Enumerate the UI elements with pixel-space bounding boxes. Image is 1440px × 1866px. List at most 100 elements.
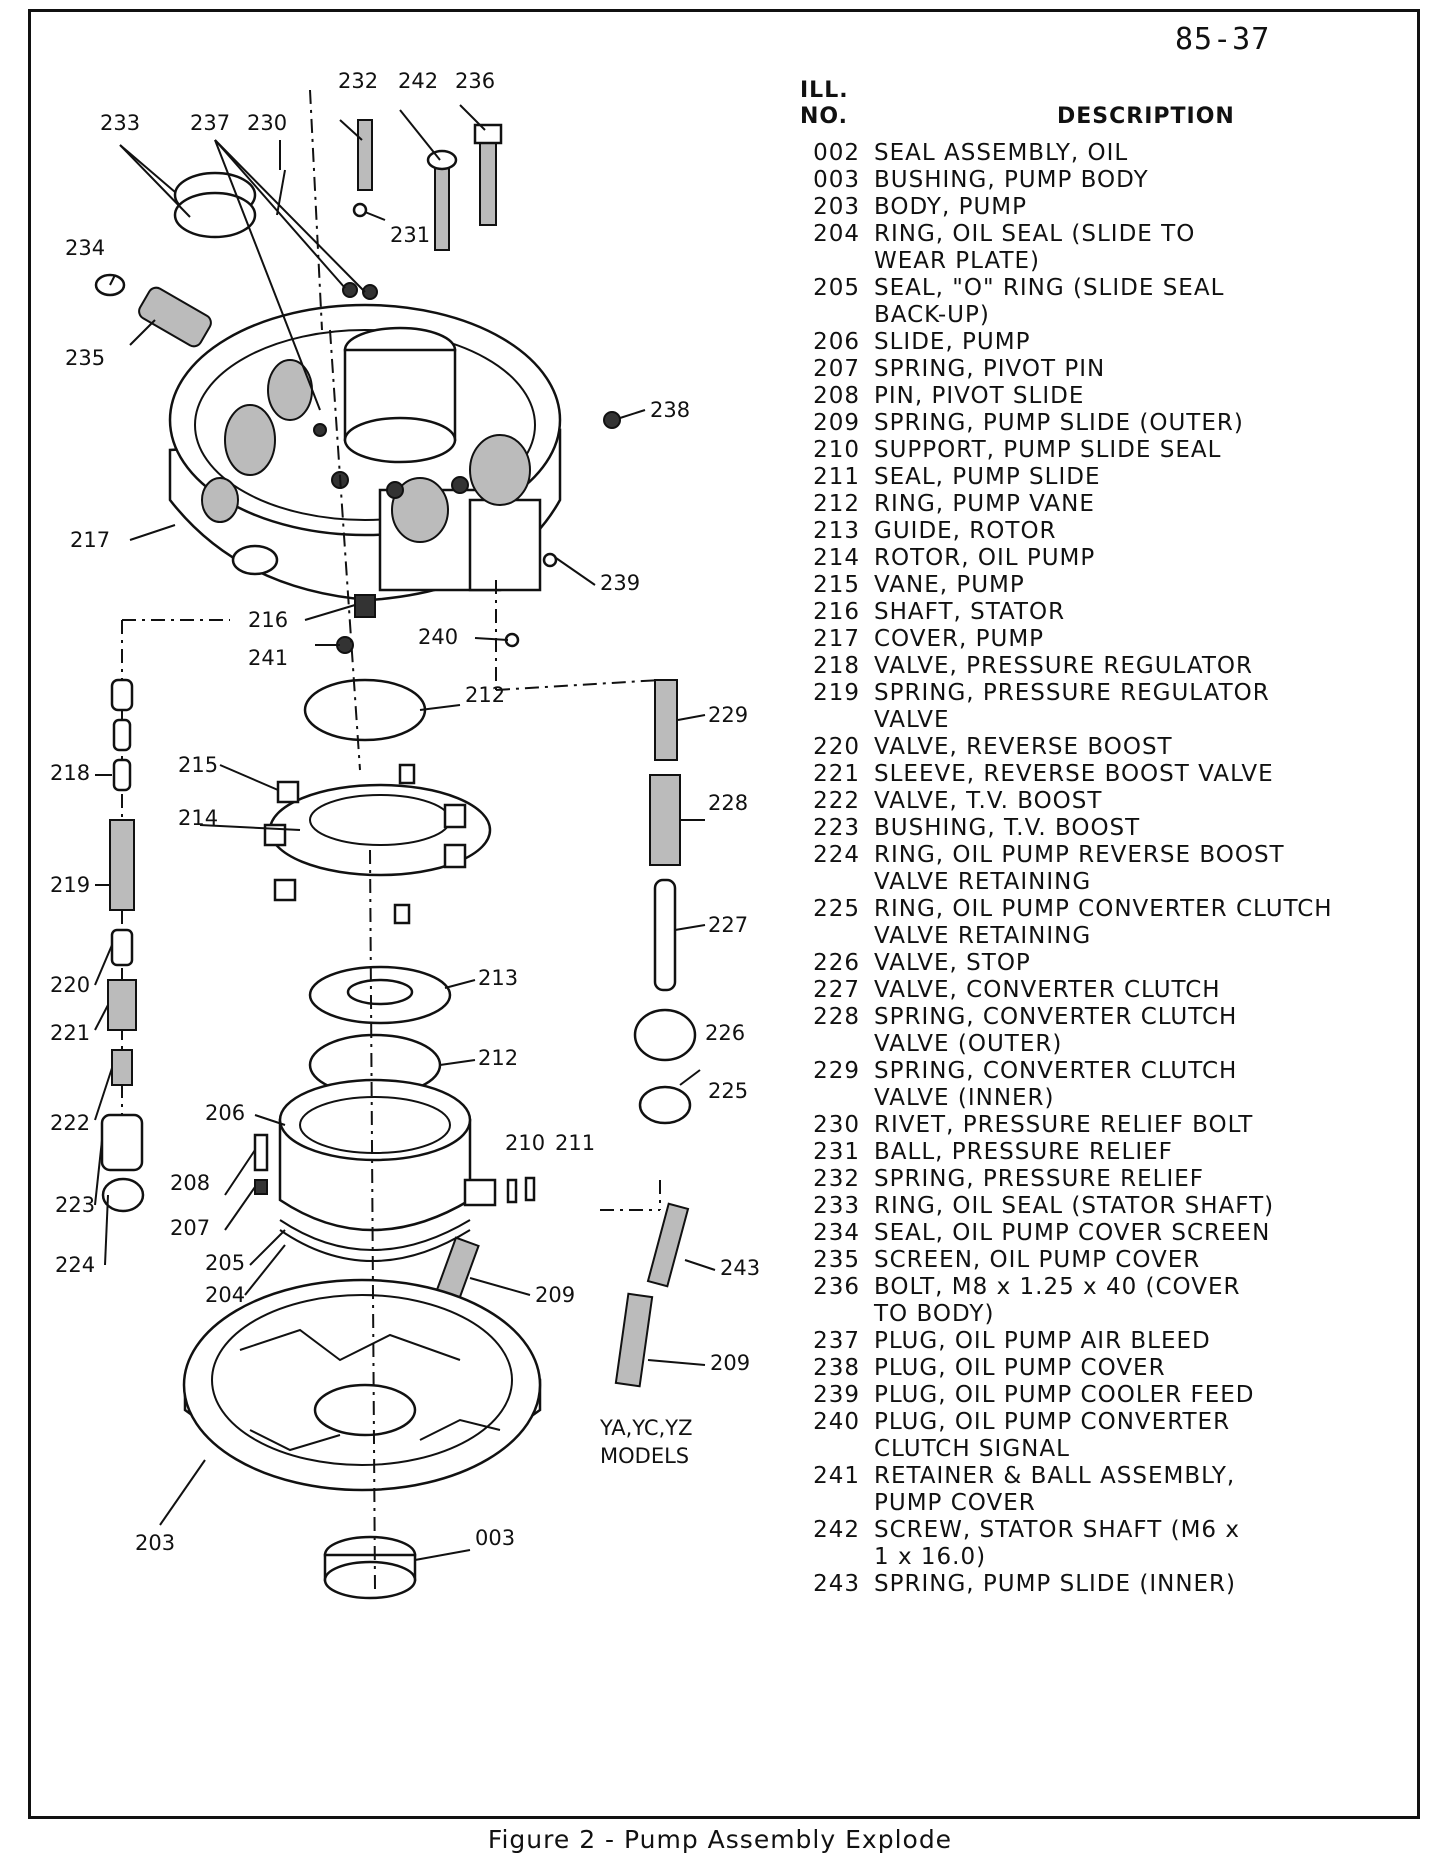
parts-list-item: 227 VALVE, CONVERTER CLUTCH <box>798 977 1398 1004</box>
parts-list-item: 216 SHAFT, STATOR <box>798 599 1398 626</box>
part-description: ROTOR, OIL PUMP <box>874 545 1096 571</box>
callout-214: 214 <box>178 806 218 830</box>
callout-223: 223 <box>55 1193 95 1217</box>
part-number: 003 <box>813 167 860 193</box>
part-description: VANE, PUMP <box>874 572 1025 598</box>
part-description: SEAL, "O" RING (SLIDE SEAL BACK-UP) <box>874 275 1225 328</box>
parts-list-item: 237 PLUG, OIL PUMP AIR BLEED <box>798 1328 1398 1355</box>
part-description: SPRING, PRESSURE REGULATOR VALVE <box>874 680 1270 733</box>
part-number: 206 <box>813 329 860 355</box>
callout-235: 235 <box>65 346 105 370</box>
callout-210: 210 <box>505 1131 545 1155</box>
part-description: RING, OIL PUMP REVERSE BOOST VALVE RETAI… <box>874 842 1285 895</box>
callout-234: 234 <box>65 236 105 260</box>
models-line-1: YA,YC,YZ <box>599 1416 692 1440</box>
part-description: SEAL, PUMP SLIDE <box>874 464 1101 490</box>
part-description: SPRING, PIVOT PIN <box>874 356 1106 382</box>
callout-215: 215 <box>178 753 218 777</box>
callout-205: 205 <box>205 1251 245 1275</box>
pump-slide-206 <box>253 1078 497 1262</box>
part-number: 228 <box>813 1004 860 1030</box>
part-number: 235 <box>813 1247 860 1273</box>
rotor-214 <box>263 763 492 925</box>
figure-caption: Figure 2 - Pump Assembly Explode <box>487 1825 953 1854</box>
part-description: SPRING, PRESSURE RELIEF <box>874 1166 1204 1192</box>
parts-list-item: 233 RING, OIL SEAL (STATOR SHAFT) <box>798 1193 1398 1220</box>
callout-211: 211 <box>555 1131 595 1155</box>
part-number: 222 <box>813 788 860 814</box>
callout-209-outer: 209 <box>535 1283 575 1307</box>
callout-229: 229 <box>708 703 748 727</box>
part-number: 234 <box>813 1220 860 1246</box>
part-description: VALVE, CONVERTER CLUTCH <box>874 977 1221 1003</box>
part-number: 214 <box>813 545 860 571</box>
part-description: SEAL, OIL PUMP COVER SCREEN <box>874 1220 1271 1246</box>
callout-220: 220 <box>50 973 90 997</box>
callout-203: 203 <box>135 1531 175 1555</box>
callout-233: 233 <box>100 111 140 135</box>
callout-213: 213 <box>478 966 518 990</box>
part-description: BUSHING, PUMP BODY <box>874 167 1149 193</box>
part-description: PLUG, OIL PUMP COOLER FEED <box>874 1382 1255 1408</box>
parts-list-item: 214 ROTOR, OIL PUMP <box>798 545 1398 572</box>
part-number: 236 <box>813 1274 860 1300</box>
callout-230: 230 <box>247 111 287 135</box>
part-number: 233 <box>813 1193 860 1219</box>
part-number: 227 <box>813 977 860 1003</box>
part-description: RING, OIL SEAL (SLIDE TO WEAR PLATE) <box>874 221 1196 274</box>
part-number: 241 <box>813 1463 860 1489</box>
callout-221: 221 <box>50 1021 90 1045</box>
part-number: 237 <box>813 1328 860 1354</box>
part-description: PLUG, OIL PUMP COVER <box>874 1355 1166 1381</box>
part-number: 239 <box>813 1382 860 1408</box>
callout-225: 225 <box>708 1079 748 1103</box>
callout-226: 226 <box>705 1021 745 1045</box>
part-number: 216 <box>813 599 860 625</box>
parts-list-item: 228 SPRING, CONVERTER CLUTCH VALVE (OUTER… <box>798 1004 1398 1058</box>
parts-list-item: 234 SEAL, OIL PUMP COVER SCREEN <box>798 1220 1398 1247</box>
part-number: 208 <box>813 383 860 409</box>
parts-list-item: 003 BUSHING, PUMP BODY <box>798 167 1398 194</box>
part-description: SPRING, CONVERTER CLUTCH VALVE (OUTER) <box>874 1004 1238 1057</box>
page-number: 85-37 <box>1175 22 1271 57</box>
converter-clutch-valve-train <box>495 580 697 1211</box>
part-description: SHAFT, STATOR <box>874 599 1066 625</box>
part-number: 212 <box>813 491 860 517</box>
part-number: 213 <box>813 518 860 544</box>
exploded-view-drawing <box>94 89 697 1600</box>
callout-206: 206 <box>205 1101 245 1125</box>
pump-body-203 <box>182 1278 542 1492</box>
part-number: 223 <box>813 815 860 841</box>
part-description: BODY, PUMP <box>874 194 1028 220</box>
part-number: 221 <box>813 761 860 787</box>
callout-224: 224 <box>55 1253 95 1277</box>
bolts-and-springs-top <box>276 119 621 654</box>
pressure-regulator-valve-train <box>100 619 230 1213</box>
callout-207: 207 <box>170 1216 210 1240</box>
pump-assembly-diagram: 233 237 230 232 242 236 234 231 235 238 … <box>50 69 760 1600</box>
table-header-no: NO. <box>800 104 848 129</box>
part-description: RING, OIL PUMP CONVERTER CLUTCH VALVE RE… <box>874 896 1333 949</box>
parts-list-item: 204 RING, OIL SEAL (SLIDE TO WEAR PLATE) <box>798 221 1398 275</box>
part-description: RING, OIL SEAL (STATOR SHAFT) <box>874 1193 1275 1219</box>
part-description: PLUG, OIL PUMP AIR BLEED <box>874 1328 1211 1354</box>
part-number: 211 <box>813 464 860 490</box>
callout-labels: 233 237 230 232 242 236 234 231 235 238 … <box>50 69 760 1555</box>
part-number: 204 <box>813 221 860 247</box>
part-number: 217 <box>813 626 860 652</box>
part-number: 231 <box>813 1139 860 1165</box>
